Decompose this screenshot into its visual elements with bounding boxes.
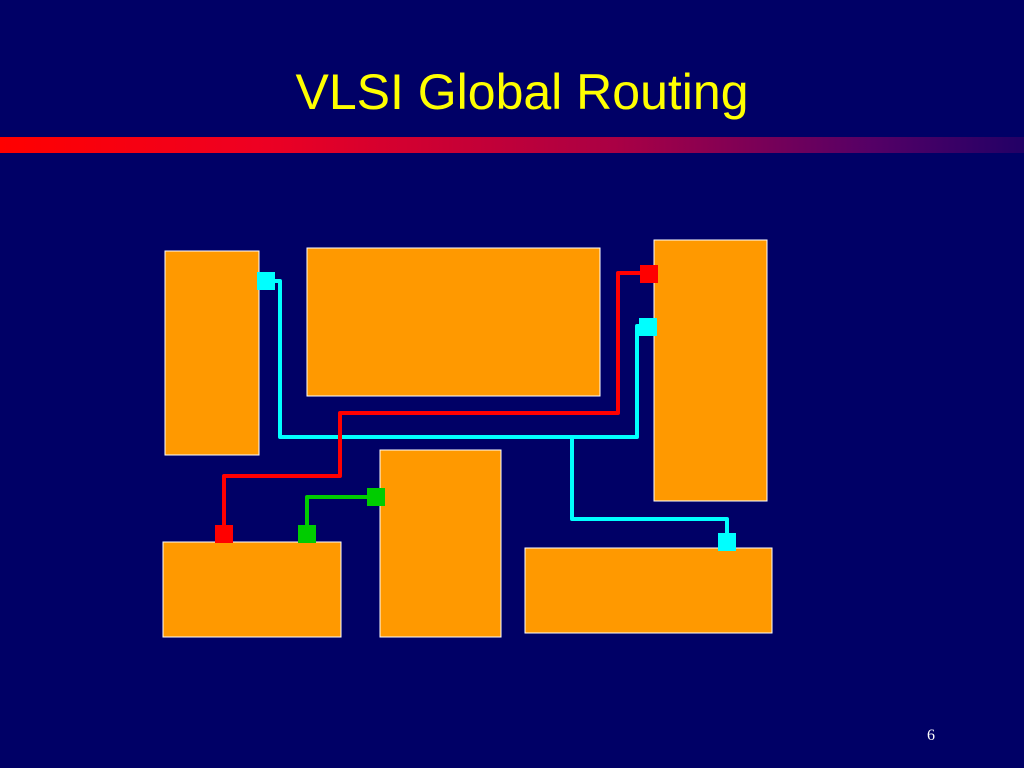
pin-cyan-right <box>639 318 657 336</box>
title-underline-bar <box>0 137 1024 153</box>
pin-green-bottom <box>298 525 316 543</box>
module-bottom-right <box>524 547 773 634</box>
net-red <box>222 271 649 534</box>
pins <box>215 265 736 551</box>
net-cyan <box>266 279 729 542</box>
net-green <box>305 495 375 534</box>
net-cyan-wire <box>266 279 648 439</box>
page-number: 6 <box>927 727 935 744</box>
module-bottom-left <box>162 541 342 638</box>
module-right-tall <box>653 239 768 502</box>
pin-cyan-left <box>257 272 275 290</box>
pin-green-center <box>367 488 385 506</box>
net-red-wire <box>222 271 649 534</box>
net-cyan-branch-wire <box>570 437 729 542</box>
module-center-tall <box>379 449 502 638</box>
module-top-wide <box>306 247 601 397</box>
pin-red-bottom <box>215 525 233 543</box>
module-left-tall <box>164 250 260 456</box>
net-green-wire <box>305 495 375 534</box>
modules <box>162 239 773 638</box>
slide-title: VLSI Global Routing <box>295 64 749 120</box>
pin-cyan-bottom <box>718 533 736 551</box>
pin-red-right <box>640 265 658 283</box>
